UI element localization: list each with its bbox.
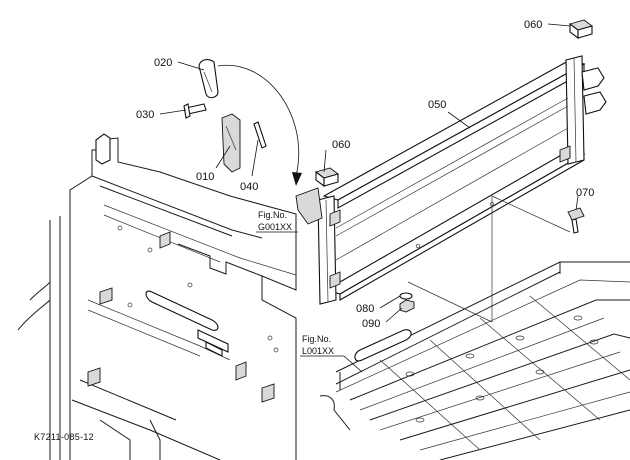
cargo-bed-front-panel	[17, 133, 297, 460]
washer-080	[399, 292, 413, 300]
cotter-pin-040	[253, 121, 267, 149]
callout-040: 040	[240, 181, 258, 193]
fig-ref-l001: Fig.No. L001XX	[300, 334, 363, 373]
leader-lines	[159, 23, 579, 323]
callout-060-left: 060	[332, 139, 350, 151]
spring-clip-020	[198, 59, 219, 99]
callout-080: 080	[356, 303, 374, 315]
hinge-bracket-010	[221, 113, 241, 173]
callout-050: 050	[428, 99, 446, 111]
callout-030: 030	[136, 109, 154, 121]
callout-010: 010	[196, 171, 214, 183]
tailgate-050	[295, 19, 607, 305]
fig-ref-l-label: Fig.No.	[302, 334, 331, 344]
fig-ref-l-code: L001XX	[302, 346, 334, 356]
cargo-bed-floor	[319, 261, 630, 460]
callout-020: 020	[154, 57, 172, 69]
callout-060-top: 060	[524, 19, 542, 31]
nut-090	[399, 299, 415, 313]
fig-ref-g-label: Fig.No.	[258, 210, 287, 220]
latch-assembly	[183, 59, 302, 186]
callout-070: 070	[576, 187, 594, 199]
fig-ref-g001: Fig.No. G001XX	[256, 210, 298, 233]
alignment-lines	[407, 195, 571, 323]
washer-nut	[399, 292, 415, 313]
fig-ref-g-code: G001XX	[258, 222, 292, 232]
drawing-code: K7211-085-12	[34, 432, 94, 442]
callout-090: 090	[362, 318, 380, 330]
bolt-070	[567, 207, 585, 234]
